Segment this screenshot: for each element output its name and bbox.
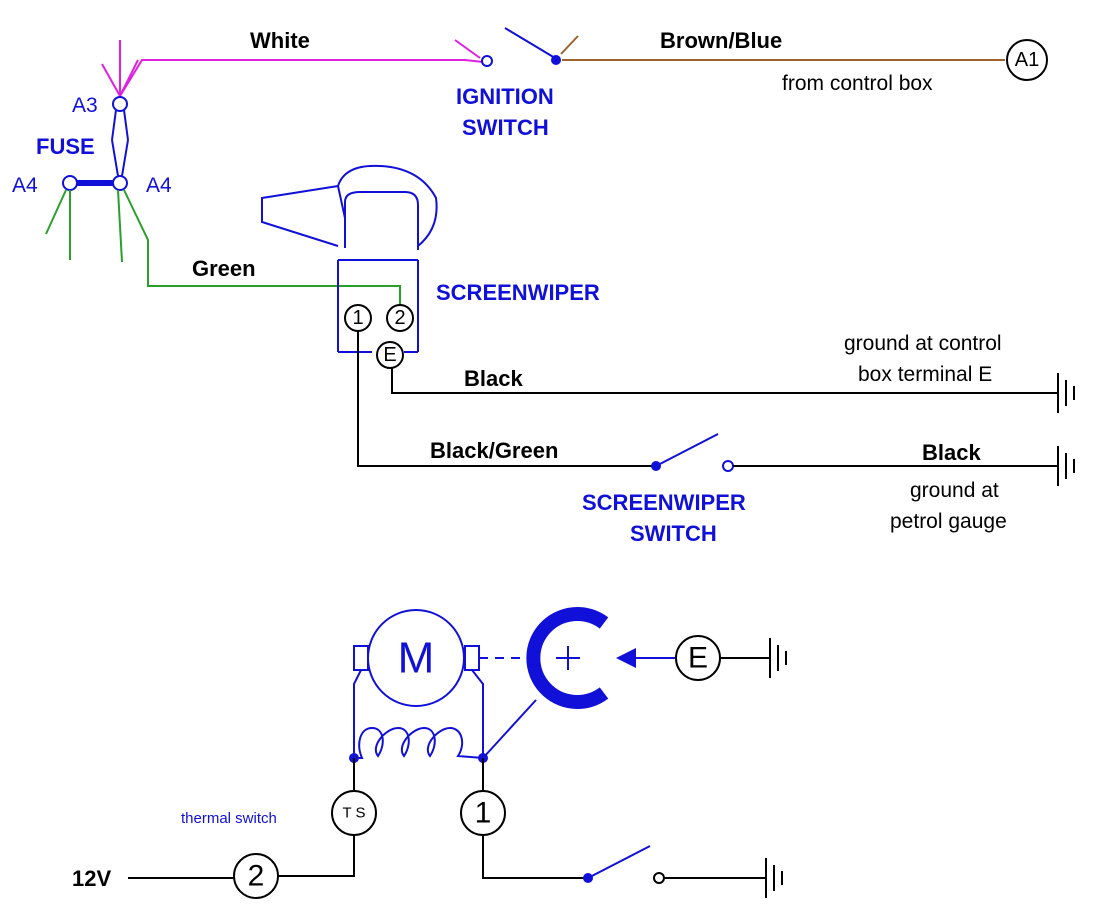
wiper-terminal-2-label: 2 (394, 307, 405, 329)
supply-voltage-label: 12V (72, 866, 111, 891)
ground-control-box-note-line2: box terminal E (858, 363, 992, 386)
ground-symbol-lower-switch (765, 858, 783, 898)
terminal-a1-label: A1 (1015, 49, 1039, 71)
from-control-box-note: from control box (782, 72, 933, 95)
terminal-a3-label: A3 (72, 94, 98, 117)
ground-symbol-lower-e (769, 638, 787, 678)
lower-terminal-1-label: 1 (475, 797, 492, 830)
screenwiper-switch-label-line2: SWITCH (630, 521, 717, 546)
ground-control-box-note-line1: ground at control (844, 332, 1002, 355)
ground-symbol-control-box (1057, 373, 1075, 413)
lower-terminal-2: 2 (128, 853, 279, 899)
screenwiper-label: SCREENWIPER (436, 280, 600, 305)
ignition-switch-label-line1: IGNITION (456, 84, 554, 109)
screenwiper-switch (651, 433, 1058, 472)
white-wire-label: White (250, 28, 310, 53)
thermal-switch-label: thermal switch (181, 810, 277, 827)
black-green-wire (357, 331, 652, 467)
black-green-wire-label: Black/Green (430, 438, 558, 463)
ignition-switch-label-line2: SWITCH (462, 115, 549, 140)
limit-switch-cam (526, 607, 676, 709)
lower-wiper-switch (583, 845, 766, 884)
green-wire-label: Green (192, 256, 256, 281)
screenwiper-switch-label-line1: SCREENWIPER (582, 490, 746, 515)
fuse-label: FUSE (36, 134, 95, 159)
ground-petrol-gauge-note-line2: petrol gauge (890, 510, 1007, 533)
motor-m: M (367, 609, 465, 707)
white-wire (101, 39, 484, 97)
ground-symbol-petrol-gauge (1057, 446, 1075, 486)
wiper-terminal-e-label: E (383, 344, 396, 366)
terminal-a4-right-label: A4 (146, 174, 172, 197)
motor-schematic (353, 645, 537, 759)
black-ground-wire-label: Black (922, 440, 981, 465)
lower-terminal-e-label: E (688, 642, 708, 675)
terminal-a4-left-label: A4 (12, 174, 38, 197)
ground-petrol-gauge-note-line1: ground at (910, 479, 999, 502)
thermal-switch-terminal-label: T S (342, 805, 365, 822)
ignition-switch (481, 27, 579, 67)
screenwiper-motor (261, 164, 438, 353)
wiper-terminal-2: 2 (386, 304, 414, 332)
terminal-a1: A1 (1006, 39, 1048, 81)
thermal-switch: T S (278, 758, 377, 877)
motor-m-label: M (398, 634, 435, 683)
lower-terminal-1: 1 (460, 758, 584, 879)
wiper-terminal-e: E (376, 341, 404, 369)
lower-terminal-2-label: 2 (248, 860, 265, 893)
black-wire-e-label: Black (464, 366, 523, 391)
black-wire-e (391, 368, 1058, 394)
wiper-terminal-1-label: 1 (352, 307, 363, 329)
lower-terminal-e: E (675, 635, 770, 681)
green-wire (45, 189, 401, 306)
wiper-terminal-1: 1 (344, 304, 372, 332)
fuse (62, 96, 129, 191)
brown-blue-wire-label: Brown/Blue (660, 28, 782, 53)
